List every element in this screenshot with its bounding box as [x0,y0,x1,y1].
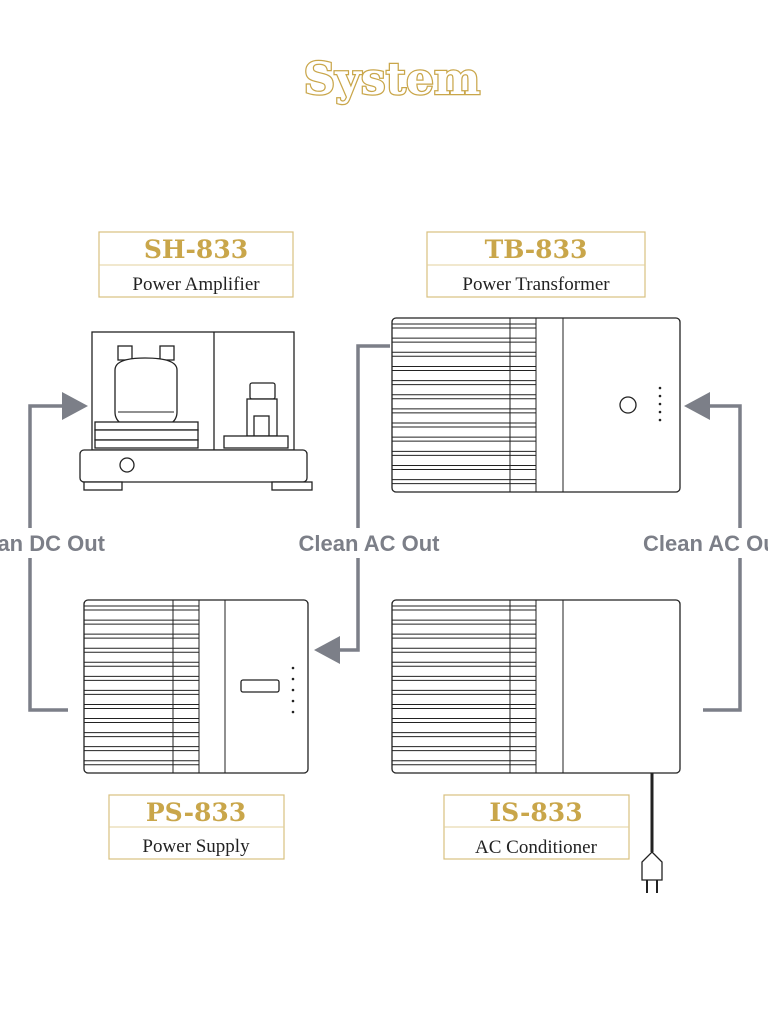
label-clean-ac-out: Clean AC Out [299,531,441,556]
model-name: TB-833 [485,235,588,264]
display-icon [240,679,280,693]
label-ps-833: PS-833 Power Supply [108,794,285,860]
label-clean-ac-out-right: Clean AC Out [643,531,768,556]
indicator-dot [291,710,295,714]
plug-icon [641,851,663,881]
indicator-dots [658,386,662,422]
model-name: SH-833 [144,235,248,264]
indicator-dot [658,410,662,414]
indicator-dot [658,402,662,406]
indicator-dot [291,688,295,692]
indicator-dot [658,418,662,422]
diagram-title: System [304,54,481,105]
power-amplifier-illustration [79,331,313,491]
indicator-dot [291,666,295,670]
label-is-833: IS-833 AC Conditioner [443,794,630,860]
power-supply-illustration [83,599,309,774]
label-clean-dc-out: Clean DC Out [0,531,106,556]
power-transformer-illustration [391,317,681,493]
knob-icon [619,396,637,414]
vent-stripes [392,323,536,485]
model-desc: AC Conditioner [475,837,598,858]
indicator-dots [291,666,295,714]
indicator-dot [291,699,295,703]
indicator-dot [658,394,662,398]
indicator-dot [658,386,662,390]
model-desc: Power Supply [142,836,250,857]
model-name: IS-833 [489,798,582,827]
vent-stripes [392,605,536,766]
indicator-dot [291,677,295,681]
arrow-ac-out-mid [314,344,390,664]
model-name: PS-833 [146,798,246,827]
label-sh-833: SH-833 Power Amplifier [98,231,294,298]
label-tb-833: TB-833 Power Transformer [426,231,646,298]
model-desc: Power Amplifier [132,274,260,295]
model-desc: Power Transformer [462,274,610,295]
ac-conditioner-illustration [391,599,681,893]
vent-stripes [84,605,199,766]
